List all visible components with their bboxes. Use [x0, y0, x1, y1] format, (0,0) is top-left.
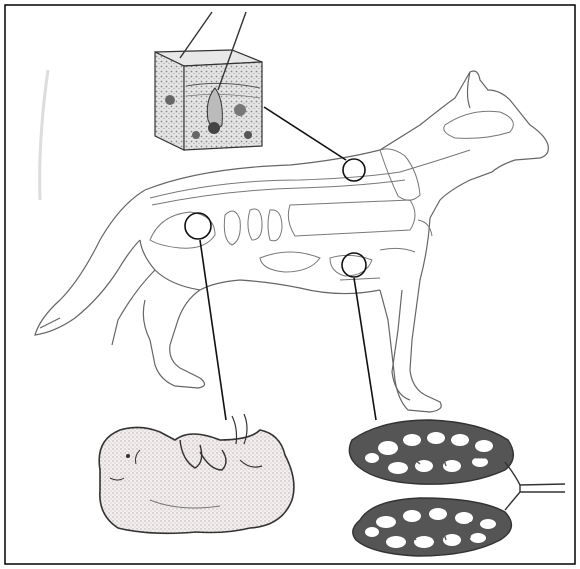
fetus-icon	[99, 414, 294, 533]
callout-circle-fetus	[185, 213, 211, 239]
callout-line-lungs	[354, 278, 376, 420]
callout-line-fetus	[200, 240, 226, 420]
lungs-icon	[349, 420, 565, 556]
callout-circle-skin	[343, 159, 365, 181]
callout-circle-lungs	[342, 253, 366, 277]
skin-block-icon	[155, 12, 262, 150]
callout-lines	[185, 107, 376, 420]
callout-line-skin	[264, 107, 346, 160]
scan-edge-mark	[40, 70, 48, 200]
dog-silhouette	[35, 71, 548, 412]
